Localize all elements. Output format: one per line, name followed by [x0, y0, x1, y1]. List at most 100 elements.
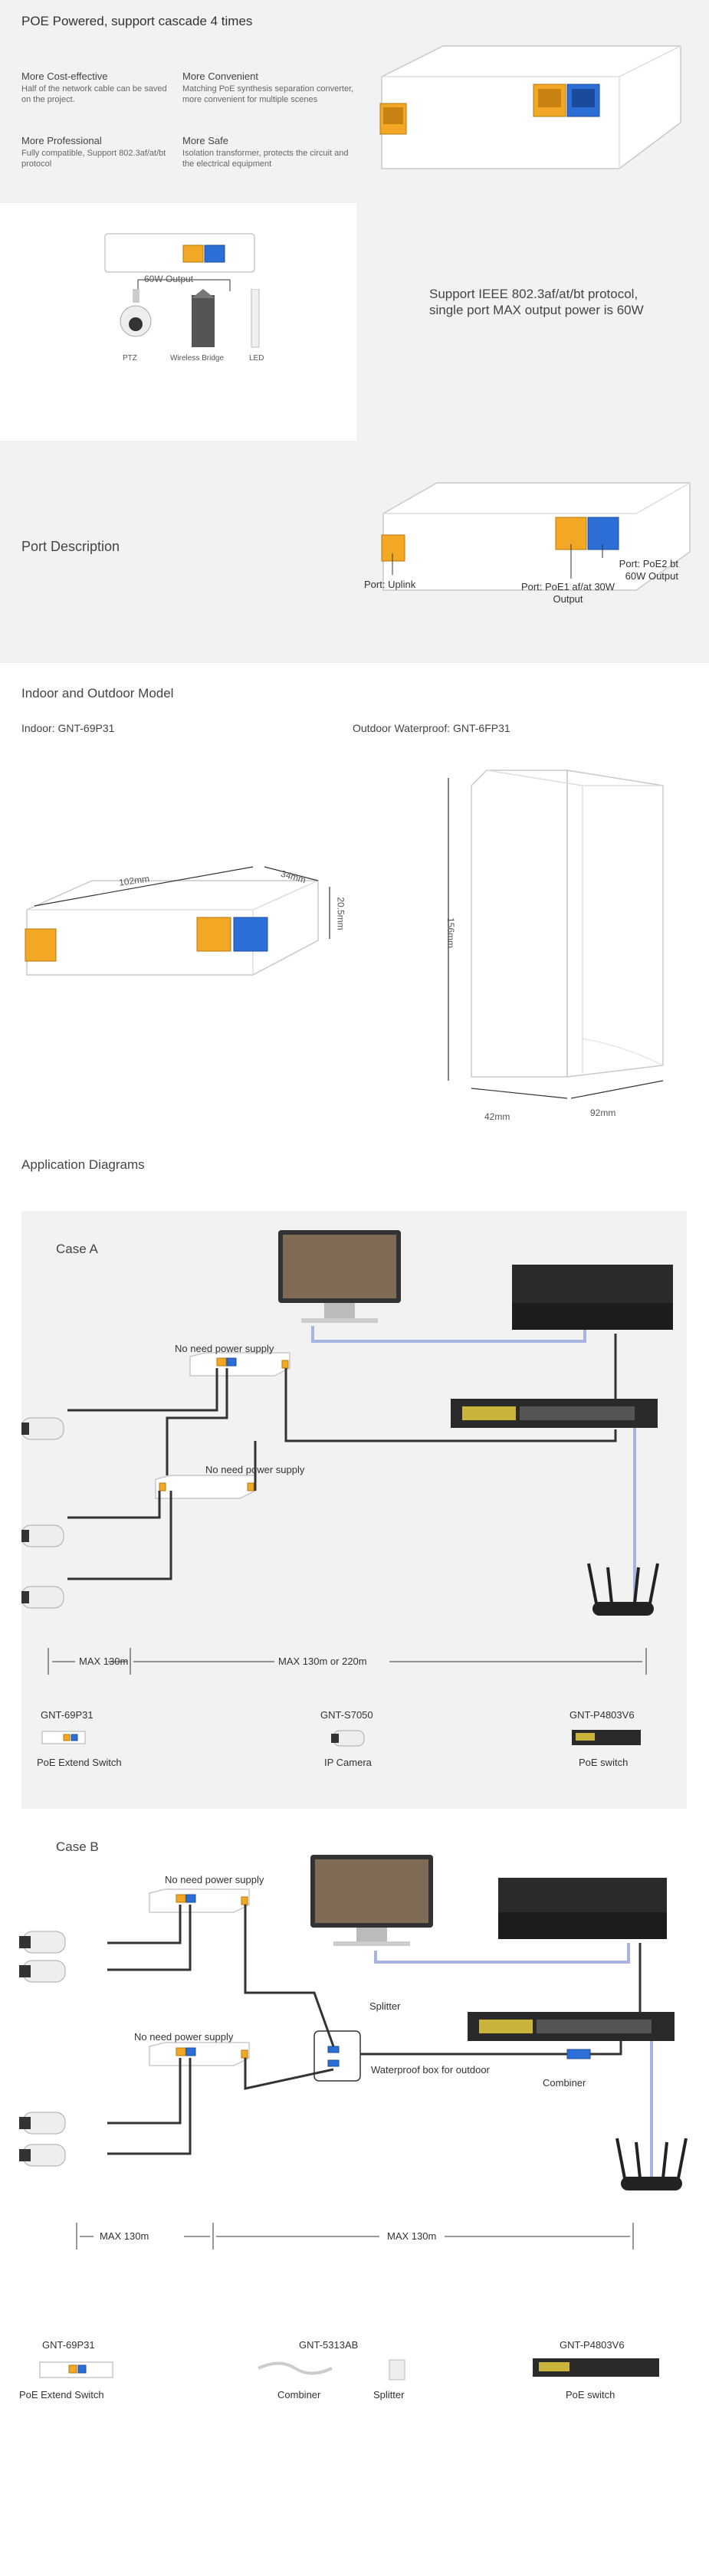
camera-icon-2 [21, 1524, 64, 1547]
switch-image [104, 233, 255, 273]
legend-model: GNT-P4803V6 [569, 1709, 635, 1721]
legend-extender-icon [39, 2361, 113, 2378]
camera-icon-2 [19, 1960, 66, 1983]
power-section: 60W Output PTZ Wireless Bridge LED Suppo… [0, 203, 709, 441]
legend-camera-icon [331, 1730, 365, 1747]
led-icon [251, 289, 260, 348]
no-power-label-2: No need power supply [134, 2031, 234, 2043]
legend-name: PoE switch [566, 2389, 615, 2400]
device-label-bridge: Wireless Bridge [170, 354, 225, 363]
legend-model: GNT-P4803V6 [560, 2339, 625, 2351]
port-device-image [381, 482, 691, 591]
legend-name: Combiner [277, 2389, 321, 2400]
outdoor-depth-label: 42mm [484, 1111, 510, 1122]
legend-switch-icon [572, 1730, 641, 1745]
feature-safe: More Safe Isolation transformer, protect… [182, 135, 355, 169]
feature-title: More Safe [182, 135, 228, 146]
legend-combiner-icon [258, 2361, 333, 2375]
outdoor-device-image [448, 770, 664, 1099]
power-description: Support IEEE 802.3af/at/bt protocol, sin… [429, 287, 644, 317]
poe-switch-icon [451, 1399, 658, 1428]
legend-switch-icon [533, 2358, 659, 2377]
case-a-panel: Case A [21, 1211, 687, 1809]
feature-convenient: More Convenient Matching PoE synthesis s… [182, 71, 355, 105]
outdoor-width-label: 92mm [590, 1108, 616, 1118]
hero-title: POE Powered, support cascade 4 times [21, 14, 253, 28]
nvr-icon [498, 1878, 667, 1939]
ptz-camera-icon [120, 289, 152, 337]
case-b-diagram [19, 1855, 688, 2249]
feature-professional: More Professional Fully compatible, Supp… [21, 135, 175, 169]
no-power-label-2: No need power supply [205, 1464, 305, 1475]
outdoor-height-label: 156mm [445, 917, 457, 949]
waterproof-label: Waterproof box for outdoor [371, 2064, 490, 2076]
port-uplink-label: Port: Uplink [364, 579, 416, 590]
models-section: Indoor and Outdoor Model Indoor: GNT-69P… [0, 663, 709, 1157]
device-label-ptz: PTZ [123, 354, 137, 363]
nvr-icon [512, 1265, 673, 1330]
device-image [379, 45, 681, 169]
power-text-panel: Support IEEE 802.3af/at/bt protocol, sin… [356, 203, 709, 441]
legend-splitter-icon [389, 2359, 405, 2381]
case-b-section: Case B [0, 1816, 709, 2446]
case-b-title: Case B [56, 1839, 99, 1854]
case-a-section: Case A [0, 1211, 709, 1816]
legend-model: GNT-69P31 [42, 2339, 95, 2351]
indoor-height-label: 20.5mm [335, 897, 346, 930]
indoor-model-label: Indoor: GNT-69P31 [21, 722, 115, 734]
camera-icon-1 [19, 1931, 66, 1954]
models-heading: Indoor and Outdoor Model [21, 686, 174, 701]
feature-title: More Cost-effective [21, 71, 108, 82]
feature-body: Fully compatible, Support 802.3af/at/bt … [21, 149, 166, 169]
monitor-icon [278, 1230, 401, 1323]
feature-cost: More Cost-effective Half of the network … [21, 71, 175, 105]
router-icon [587, 1563, 659, 1616]
ports-section: Port Description Port: Uplink Port: PoE1… [0, 441, 709, 663]
no-power-label-1: No need power supply [165, 1874, 264, 1885]
camera-icon-4 [19, 2144, 66, 2167]
extender-icon-1 [149, 1889, 250, 1913]
poe-switch-icon [468, 2012, 675, 2041]
case-a-title: Case A [56, 1242, 98, 1256]
legend-name: PoE Extend Switch [37, 1757, 122, 1768]
monitor-icon [310, 1855, 433, 1946]
feature-body: Isolation transformer, protects the circ… [182, 149, 349, 169]
wireless-bridge-icon [192, 289, 215, 347]
max-distance-1: MAX 130m [79, 1656, 129, 1667]
legend-model: GNT-69P31 [41, 1709, 94, 1721]
app-heading: Application Diagrams [21, 1157, 145, 1172]
indoor-device-image [25, 866, 330, 976]
camera-icon-3 [19, 2112, 66, 2135]
legend-name: PoE Extend Switch [19, 2389, 104, 2400]
feature-body: Matching PoE synthesis separation conver… [182, 84, 354, 104]
legend-name: IP Camera [324, 1757, 372, 1768]
feature-title: More Professional [21, 135, 102, 146]
port-poe1-label: Port: PoE1 af/at 30W Output [520, 581, 615, 605]
max-distance-2: MAX 130m or 220m [278, 1656, 367, 1667]
legend-model: GNT-S7050 [320, 1709, 373, 1721]
output-lines [137, 279, 231, 291]
extender-icon-1 [189, 1352, 290, 1377]
combiner-label: Combiner [543, 2077, 586, 2089]
splitter-label: Splitter [369, 2000, 401, 2012]
max-distance-2: MAX 130m [387, 2230, 437, 2242]
legend-extender-icon [41, 1731, 86, 1744]
port-poe2-label: Port: PoE2 bt 60W Output [619, 558, 678, 582]
camera-icon-1 [21, 1417, 64, 1440]
feature-body: Half of the network cable can be saved o… [21, 84, 167, 104]
feature-title: More Convenient [182, 71, 258, 82]
camera-icon-3 [21, 1586, 64, 1609]
waterproof-box [313, 2030, 361, 2082]
output-label: 60W Output [144, 274, 194, 284]
no-power-label-1: No need power supply [175, 1343, 274, 1354]
router-icon [615, 2138, 688, 2190]
outdoor-model-label: Outdoor Waterproof: GNT-6FP31 [353, 722, 510, 734]
legend-name: PoE switch [579, 1757, 629, 1768]
power-diagram: 60W Output PTZ Wireless Bridge LED [0, 203, 356, 441]
ports-heading: Port Description [21, 539, 120, 554]
max-distance-1: MAX 130m [100, 2230, 149, 2242]
legend-model: GNT-5313AB [299, 2339, 359, 2351]
legend-name: Splitter [373, 2389, 405, 2400]
hero-section: POE Powered, support cascade 4 times Mor… [0, 0, 709, 203]
device-label-led: LED [249, 354, 264, 363]
